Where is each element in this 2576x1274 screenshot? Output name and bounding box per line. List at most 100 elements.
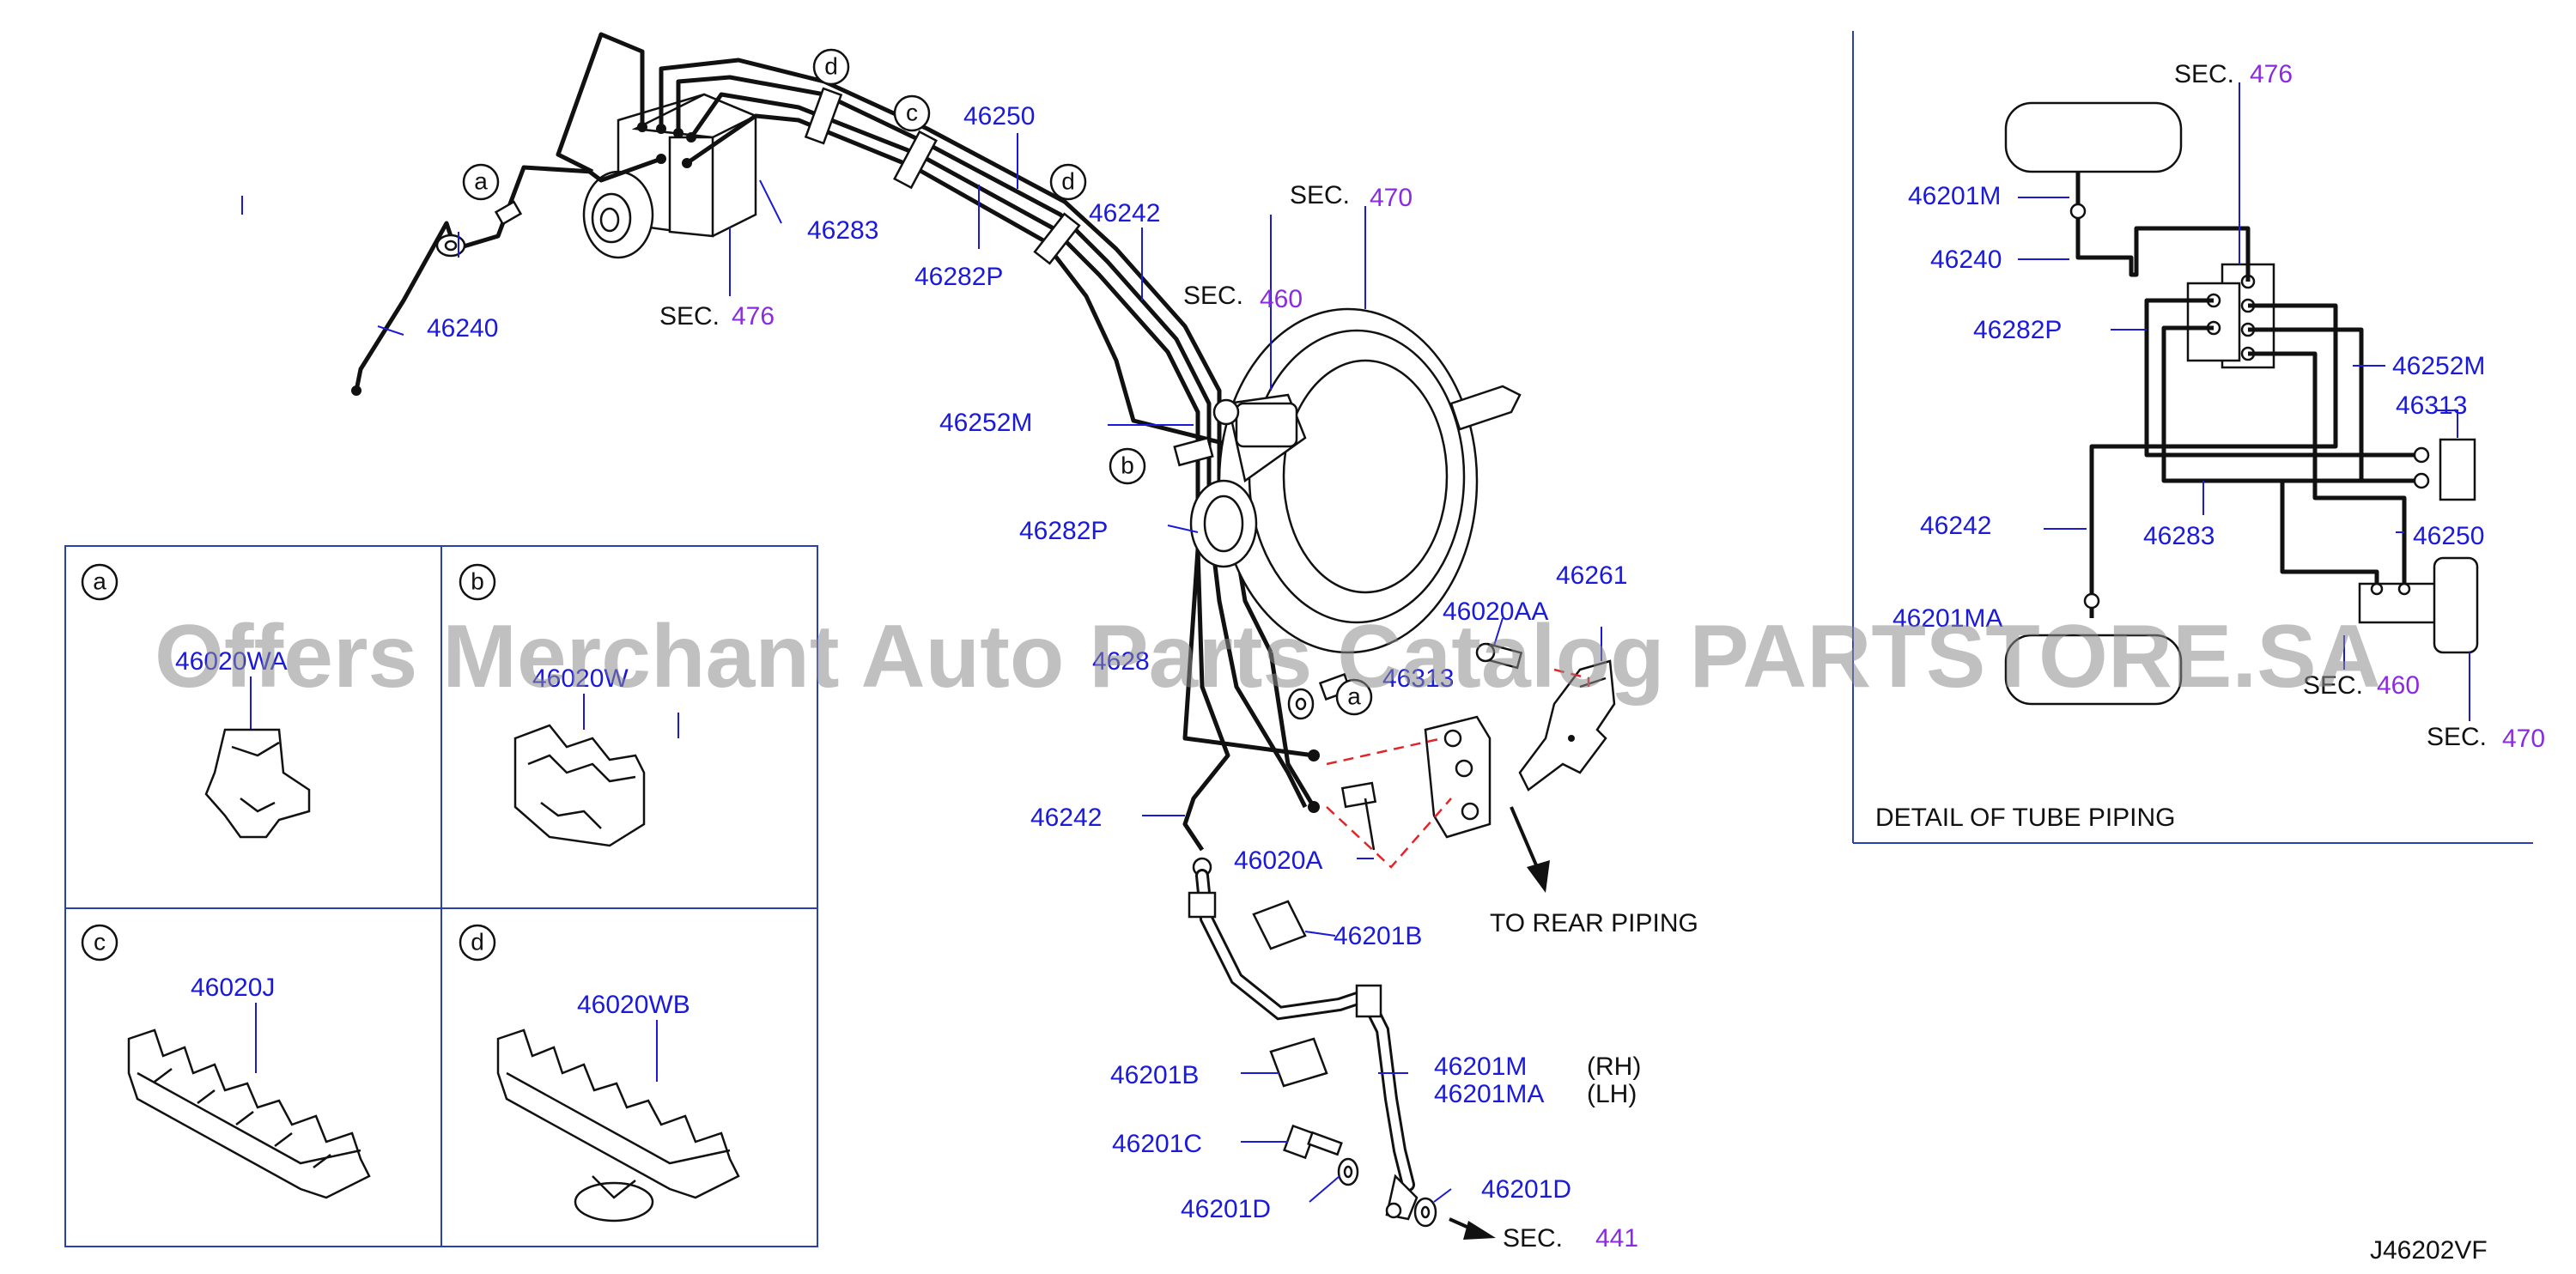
clip-detail-grid	[64, 545, 818, 1247]
sec-476-detail: SEC.	[2174, 60, 2234, 88]
junction-block-46313	[1424, 715, 1492, 839]
detail-label-46201MA: 46201MA	[1893, 604, 2002, 633]
label-46020AA: 46020AA	[1443, 598, 1548, 626]
detail-label-46282P: 46282P	[1973, 316, 2062, 344]
clip-46020WA-drawing	[204, 728, 311, 839]
sec-470-detail: SEC.	[2427, 723, 2487, 751]
front-brake-hose	[1188, 857, 1419, 1221]
caliper-lh-detail	[2004, 634, 2183, 706]
label-46020WA: 46020WA	[175, 647, 288, 676]
clip-46201B-lower	[1269, 1037, 1328, 1088]
label-46242-top: 46242	[1089, 199, 1160, 228]
callout-a-main-2: a	[1335, 678, 1373, 716]
junction-46313-detail	[2439, 438, 2476, 501]
svg-text:460: 460	[1260, 285, 1303, 313]
assembly-line	[1326, 798, 1452, 869]
assembly-line	[1326, 737, 1443, 766]
sec-460-main: SEC. 460	[1183, 282, 1303, 313]
sec-460-detail: SEC.	[2303, 671, 2363, 700]
to-rear-arrow	[1510, 806, 1550, 893]
sec-441-main: SEC. 441	[1503, 1224, 1638, 1253]
washer-46201D-left	[1337, 1157, 1359, 1186]
svg-text:d: d	[824, 52, 838, 79]
label-46201MA: 46201MA	[1434, 1080, 1544, 1108]
label-46201D-right: 46201D	[1481, 1175, 1571, 1204]
mounting-bracket-46261	[1518, 659, 1616, 792]
callout-c-main: c	[893, 94, 931, 132]
assembly-line	[1553, 668, 1590, 687]
detail-tube-piping: SEC. 476 46201M 46240 46282P 46252M 4631…	[1852, 31, 2545, 844]
label-46020W: 46020W	[532, 664, 629, 693]
callout-a-main: a	[462, 163, 500, 201]
label-46282P-top: 46282P	[914, 263, 1003, 291]
svg-text:470: 470	[1370, 184, 1413, 212]
callout-d-main-2: d	[1049, 163, 1087, 201]
svg-text:a: a	[93, 567, 106, 594]
label-46201D-left: 46201D	[1181, 1195, 1271, 1223]
label-rh: (RH)	[1587, 1053, 1641, 1081]
label-46020WB: 46020WB	[577, 991, 690, 1019]
detail-label-46250: 46250	[2413, 522, 2484, 550]
callout-b-main: b	[1109, 447, 1146, 485]
sec-476-main: SEC. 476	[659, 302, 775, 331]
detail-label-46201M: 46201M	[1908, 182, 2001, 210]
svg-text:SEC.: SEC.	[1290, 181, 1350, 209]
inset-b: b 46020W	[459, 563, 646, 847]
clip-46201B-upper	[1252, 900, 1307, 950]
label-46283: 46283	[807, 216, 878, 245]
label-46252M: 46252M	[939, 409, 1032, 437]
label-46201C: 46201C	[1112, 1130, 1202, 1158]
inset-a: a 46020WA	[81, 563, 311, 839]
label-46313-partial: 46313	[1382, 664, 1454, 693]
svg-text:SEC.: SEC.	[659, 302, 720, 331]
clip-46020J-drawing	[127, 1028, 371, 1199]
label-46261: 46261	[1556, 561, 1627, 590]
svg-text:a: a	[1347, 682, 1361, 709]
callout-d-main-1: d	[812, 48, 850, 86]
svg-text:b: b	[1121, 452, 1134, 478]
sec-476-detail-number: 476	[2250, 60, 2293, 88]
svg-text:476: 476	[732, 302, 775, 331]
detail-label-46313: 46313	[2396, 391, 2467, 420]
label-46201B-upper: 46201B	[1334, 922, 1422, 950]
bolt-46020AA	[1475, 642, 1523, 670]
inset-c: c 46020J	[81, 924, 371, 1199]
bolt-46020A	[1340, 781, 1377, 851]
svg-text:441: 441	[1595, 1224, 1638, 1253]
inset-d: d 46020WB	[459, 924, 740, 1222]
svg-text:d: d	[1061, 167, 1075, 194]
sec-460-detail-number: 460	[2377, 671, 2420, 700]
svg-text:b: b	[471, 567, 484, 594]
svg-text:a: a	[474, 167, 488, 194]
label-46020A: 46020A	[1234, 846, 1322, 875]
label-to-rear-piping: TO REAR PIPING	[1490, 909, 1698, 937]
label-46020J: 46020J	[191, 974, 275, 1002]
diagram-code: J46202VF	[2370, 1236, 2488, 1265]
svg-text:SEC.: SEC.	[1503, 1224, 1563, 1253]
detail-title: DETAIL OF TUBE PIPING	[1875, 804, 2176, 832]
label-46240: 46240	[427, 314, 498, 343]
abs-actuator	[582, 93, 759, 259]
svg-text:c: c	[906, 99, 918, 125]
label-46242-low: 46242	[1030, 804, 1102, 832]
leader-lines	[241, 133, 1602, 1203]
label-46201M: 46201M	[1434, 1053, 1527, 1081]
detail-label-46240: 46240	[1930, 246, 2002, 274]
watermark: Offers Merchant Auto Parts Catalog PARTS…	[155, 607, 2381, 707]
detail-label-46252M: 46252M	[2392, 352, 2485, 380]
label-46282P: 46282P	[1019, 517, 1108, 545]
clip-46020W-drawing	[513, 724, 646, 847]
detail-label-46283: 46283	[2143, 522, 2215, 550]
svg-text:d: d	[471, 928, 484, 955]
clip-46020WB-drawing	[496, 1028, 740, 1222]
brake-tubes-upper	[351, 32, 1320, 852]
washer-46201D-right	[1413, 1197, 1437, 1228]
bolt-46201C	[1283, 1124, 1343, 1160]
brake-booster	[1189, 307, 1522, 654]
label-46201B-lower: 46201B	[1110, 1061, 1199, 1089]
label-46250: 46250	[963, 102, 1035, 130]
svg-text:SEC.: SEC.	[1183, 282, 1243, 310]
svg-text:c: c	[94, 928, 106, 955]
detail-label-46242: 46242	[1920, 512, 1991, 540]
